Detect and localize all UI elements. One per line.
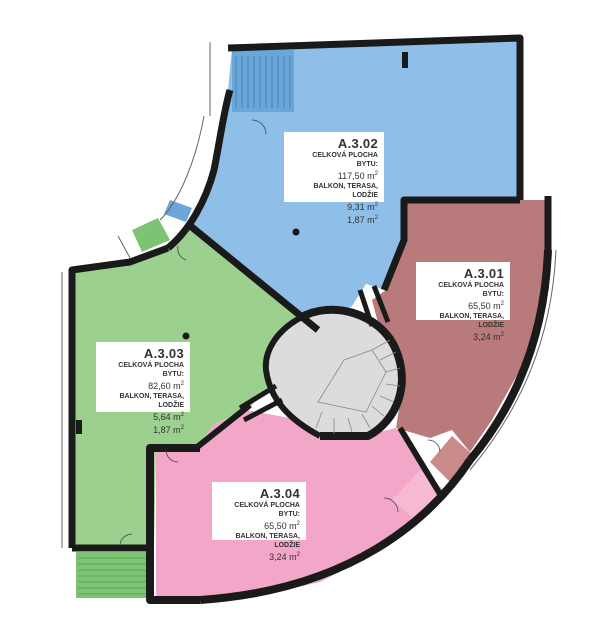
extra-value: 1,87 m2 [347, 215, 378, 225]
balcony-small-blue [164, 200, 192, 222]
area-caption: CELKOVÁ PLOCHA BYTU: [118, 362, 184, 378]
unit-label-a301: A.3.01 CELKOVÁ PLOCHA BYTU: 65,50 m2 BAL… [416, 262, 510, 342]
extra-value: 3,24 m2 [269, 552, 300, 562]
unit-code: A.3.03 [143, 346, 184, 361]
unit-a303-area[interactable] [72, 226, 318, 548]
balcony-green-lower [76, 552, 152, 598]
extra-caption: BALKON, TERASA, LODŽIE [119, 393, 184, 409]
extra-value: 1,87 m2 [153, 425, 184, 435]
unit-code: A.3.01 [463, 266, 504, 281]
area-value: 65,50 m2 [468, 301, 504, 311]
extra-caption: BALKON, TERASA, LODŽIE [313, 183, 378, 199]
balcony-red [430, 436, 474, 484]
unit-code: A.3.02 [337, 136, 378, 151]
unit-label-a304: A.3.04 CELKOVÁ PLOCHA BYTU: 65,50 m2 BAL… [212, 482, 306, 562]
extra-caption: BALKON, TERASA, LODŽIE [439, 313, 504, 329]
area-caption: CELKOVÁ PLOCHA BYTU: [312, 152, 378, 168]
extra-value: 5,64 m2 [153, 412, 184, 422]
area-caption: CELKOVÁ PLOCHA BYTU: [438, 282, 504, 298]
balcony-green-upper [132, 218, 170, 252]
area-value: 117,50 m2 [337, 171, 378, 181]
area-value: 65,50 m2 [264, 521, 300, 531]
unit-code: A.3.04 [259, 486, 300, 501]
extra-value: 3,24 m2 [473, 332, 504, 342]
area-caption: CELKOVÁ PLOCHA BYTU: [234, 502, 300, 518]
extra-caption: BALKON, TERASA, LODŽIE [235, 533, 300, 549]
stair-core [265, 309, 402, 436]
area-value: 82,60 m2 [148, 381, 184, 391]
balcony-top-blue [232, 50, 294, 112]
column-marker [292, 228, 300, 236]
wall-pier [402, 52, 408, 68]
unit-label-a302: A.3.02 CELKOVÁ PLOCHA BYTU: 117,50 m2 BA… [284, 132, 384, 225]
unit-label-a303: A.3.03 CELKOVÁ PLOCHA BYTU: 82,60 m2 BAL… [96, 342, 190, 435]
wall-pier [76, 420, 82, 434]
column-marker [182, 332, 190, 340]
extra-value: 9,31 m2 [347, 202, 378, 212]
